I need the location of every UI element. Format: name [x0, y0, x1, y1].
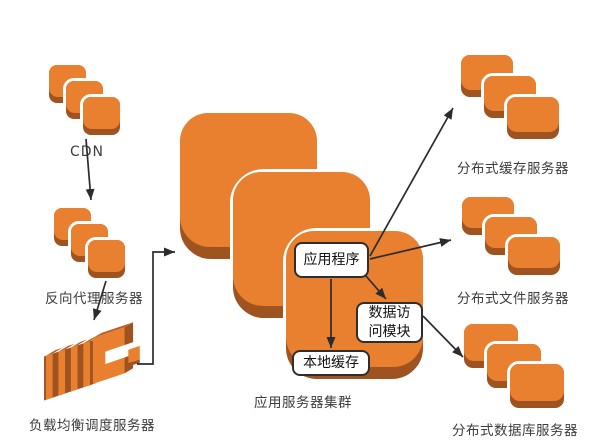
data-access-module-label: 数据访问模块	[368, 305, 411, 340]
app-program-label: 应用程序	[303, 251, 360, 268]
load-balancer-label: 负载均衡调度服务器	[29, 418, 155, 434]
reverse-proxy-label: 反向代理服务器	[45, 291, 143, 307]
distributed-db-stack-icon	[507, 361, 567, 411]
reverse-proxy-stack-icon	[85, 237, 128, 281]
arrow-load-balancer-to-app-cluster	[137, 247, 175, 365]
data-access-module-box: 数据访问模块	[356, 302, 423, 343]
distributed-cache-stack-icon	[504, 94, 562, 142]
local-cache-label: 本地缓存	[303, 354, 359, 371]
distributed-file-stack-icon	[505, 234, 563, 278]
distributed-file-label: 分布式文件服务器	[457, 291, 569, 307]
local-cache-box: 本地缓存	[292, 350, 370, 376]
distributed-cache-label: 分布式缓存服务器	[457, 161, 569, 177]
cdn-stack-icon	[80, 94, 123, 138]
load-balancer-icon	[44, 322, 140, 401]
cdn-label: CDN	[69, 144, 105, 160]
app-program-box: 应用程序	[294, 242, 369, 278]
arrow-data-access-module-to-distributed-db	[422, 315, 464, 358]
app-cluster-label: 应用服务器集群	[254, 395, 352, 411]
distributed-db-label: 分布式数据库服务器	[452, 423, 578, 439]
